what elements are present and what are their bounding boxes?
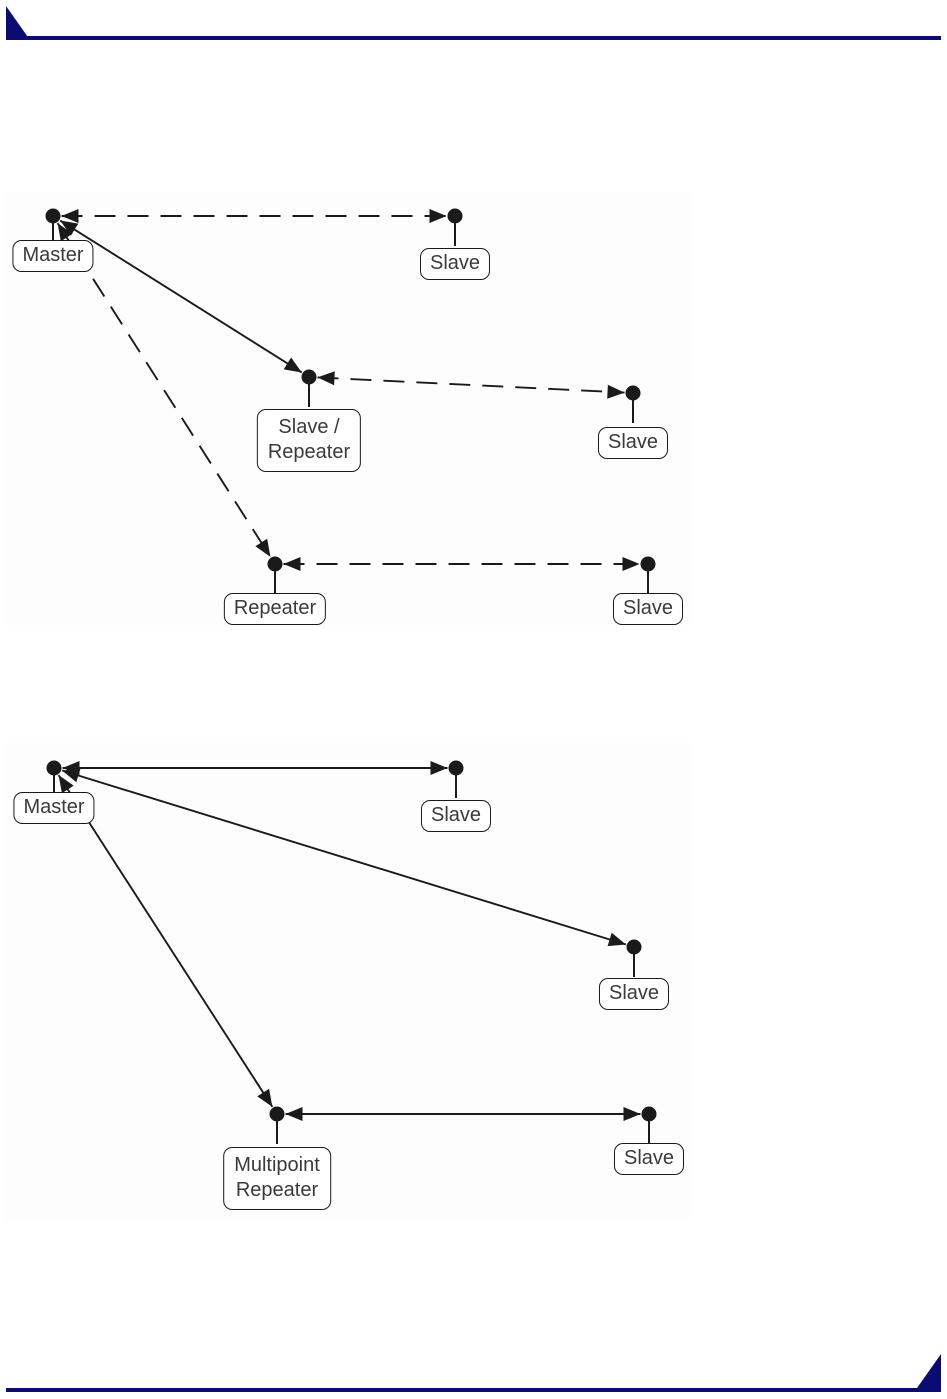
node-label-d2-slave-bottom[interactable]: Slave bbox=[613, 1143, 685, 1175]
page-header bbox=[0, 0, 947, 40]
node-label-d1-slave-top[interactable]: Slave bbox=[419, 248, 491, 280]
arrowhead-into-d1-master bbox=[61, 209, 79, 223]
node-dot-d1-slave-repeater[interactable] bbox=[301, 369, 317, 385]
arrowhead-into-d1-master bbox=[57, 223, 73, 242]
arrowhead-into-d1-repeater bbox=[255, 538, 271, 557]
node-dot-d2-master[interactable] bbox=[46, 760, 62, 776]
arrowhead-into-d1-repeater bbox=[283, 557, 301, 571]
footer-rule bbox=[6, 1388, 941, 1392]
node-label-d1-slave-repeater[interactable]: Slave / Repeater bbox=[256, 409, 362, 472]
node-label-d1-repeater[interactable]: Repeater bbox=[223, 593, 327, 625]
node-dot-d2-slave-top[interactable] bbox=[448, 760, 464, 776]
node-dot-d1-repeater[interactable] bbox=[267, 556, 283, 572]
multipoint-repeater-topology-solid-canvas bbox=[46, 760, 657, 1144]
link-d2-master-to-d2-slave-mid bbox=[61, 769, 627, 946]
footer-graphic bbox=[6, 1354, 941, 1392]
node-label-d2-slave-top[interactable]: Slave bbox=[420, 800, 492, 832]
node-dot-d1-slave-mid[interactable] bbox=[625, 385, 641, 401]
arrowhead-into-d2-slave-mid bbox=[607, 932, 626, 947]
node-label-d2-multipoint[interactable]: Multipoint Repeater bbox=[223, 1147, 331, 1210]
arrowhead-into-d2-multipoint bbox=[257, 1088, 273, 1107]
arrowhead-into-d2-master bbox=[58, 775, 74, 794]
link-d1-master-to-d1-repeater bbox=[56, 222, 272, 558]
arrowhead-into-d2-master bbox=[62, 768, 81, 783]
link-d1-slave-repeater-to-d1-slave-mid bbox=[317, 376, 625, 394]
arrowhead-into-d2-slave-bottom bbox=[623, 1107, 641, 1121]
footer-corner-triangle bbox=[917, 1354, 941, 1388]
node-label-d2-master[interactable]: Master bbox=[13, 792, 95, 824]
node-dot-d1-slave-bottom[interactable] bbox=[640, 556, 656, 572]
arrowhead-into-d1-slave-top bbox=[429, 209, 447, 223]
arrowhead-into-d1-slave-bottom bbox=[622, 557, 640, 571]
arrowhead-into-d1-slave-repeater bbox=[317, 371, 335, 386]
arrowhead-into-d1-master bbox=[60, 220, 79, 236]
node-dot-d2-slave-mid[interactable] bbox=[626, 939, 642, 955]
arrowhead-into-d1-slave-repeater bbox=[283, 357, 302, 373]
node-label-d1-master[interactable]: Master bbox=[12, 240, 94, 272]
header-graphic bbox=[6, 6, 941, 40]
arrowhead-into-d2-multipoint bbox=[285, 1107, 303, 1121]
node-dot-d2-slave-bottom[interactable] bbox=[641, 1106, 657, 1122]
node-label-d1-slave-bottom[interactable]: Slave bbox=[612, 593, 684, 625]
node-dot-d1-slave-top[interactable] bbox=[447, 208, 463, 224]
header-corner-triangle bbox=[6, 6, 30, 40]
header-rule bbox=[6, 36, 941, 40]
link-d2-master-to-d2-multipoint bbox=[57, 774, 274, 1108]
node-dot-d2-multipoint[interactable] bbox=[269, 1106, 285, 1122]
page-footer bbox=[0, 1340, 947, 1394]
arrowhead-into-d1-slave-mid bbox=[607, 384, 625, 399]
node-label-d2-slave-mid[interactable]: Slave bbox=[598, 978, 670, 1010]
node-label-d1-slave-mid[interactable]: Slave bbox=[597, 427, 669, 459]
node-dot-d1-master[interactable] bbox=[45, 208, 61, 224]
arrowhead-into-d2-slave-top bbox=[430, 761, 448, 775]
link-d1-master-to-d1-slave-repeater bbox=[59, 219, 303, 374]
